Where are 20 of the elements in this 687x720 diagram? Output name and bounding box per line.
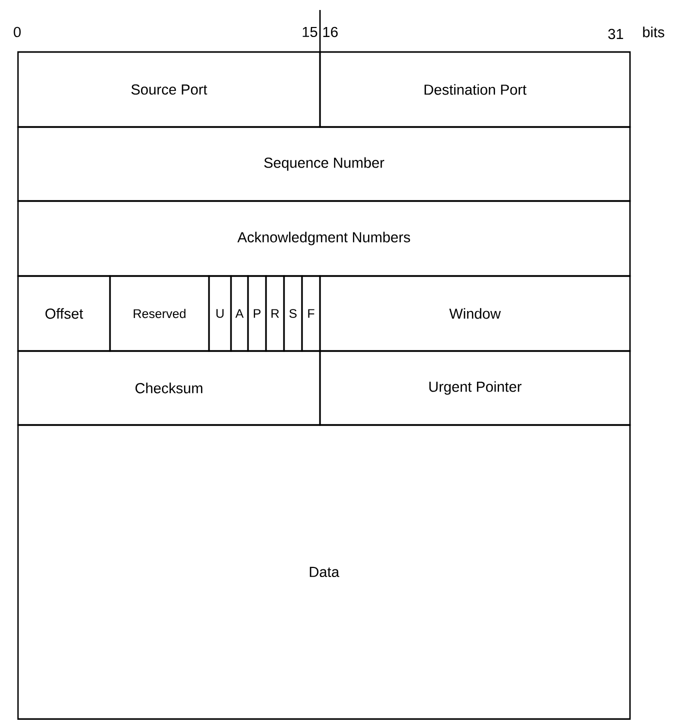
field-cell: Destination Port: [319, 51, 631, 128]
bit-number: 0: [14, 26, 21, 38]
field-cell: Offset: [17, 275, 111, 352]
field-cell: Reserved: [109, 275, 210, 352]
bit-number: 15: [302, 26, 318, 38]
flag-cell: A: [230, 275, 249, 352]
field-cell: Source Port: [17, 51, 321, 128]
flag-cell: S: [283, 275, 303, 352]
unit-label: bits: [643, 26, 664, 38]
bit-number: 16: [323, 26, 338, 38]
flag-cell: R: [265, 275, 285, 352]
flag-cell: F: [301, 275, 321, 352]
flag-cell: P: [247, 275, 267, 352]
field-cell: Acknowledgment Numbers: [17, 200, 631, 277]
field-cell: Checksum: [17, 350, 321, 426]
flag-cell: U: [208, 275, 232, 352]
field-cell: Sequence Number: [17, 126, 631, 202]
field-cell: Data: [17, 424, 631, 720]
field-cell: Urgent Pointer: [319, 350, 631, 426]
field-cell: Window: [319, 275, 631, 352]
